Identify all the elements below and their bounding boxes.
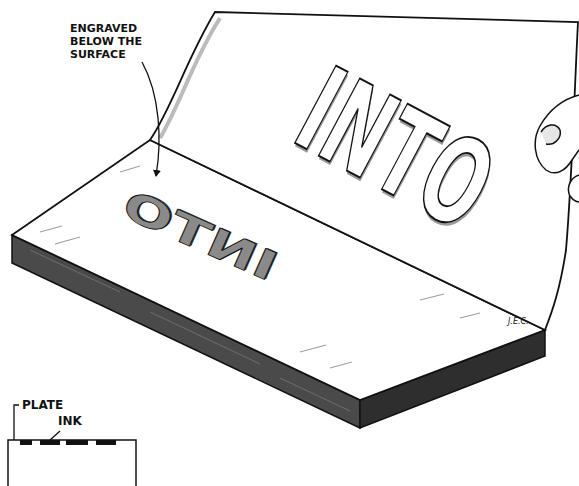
leader-line xyxy=(142,62,159,176)
thumb xyxy=(535,95,579,173)
signature: J.E.C. xyxy=(508,318,529,326)
part-label: INK xyxy=(58,415,82,427)
texture-line xyxy=(280,378,350,411)
paper-curl-shade xyxy=(160,18,220,138)
thumb-nail xyxy=(541,125,560,144)
ink-leader xyxy=(50,431,60,440)
part-label: PLATE xyxy=(22,399,63,411)
hatch-line xyxy=(55,237,80,244)
finger xyxy=(568,175,579,202)
hatch-line xyxy=(460,313,480,318)
texture-line xyxy=(30,250,120,292)
ink-fill xyxy=(96,440,116,445)
hatch-line xyxy=(330,362,352,368)
hatch-line xyxy=(300,345,326,352)
hatch-line xyxy=(120,166,140,172)
hatch-line xyxy=(40,226,62,232)
section-plate xyxy=(8,440,136,486)
ink-fill xyxy=(20,440,32,445)
section-ink xyxy=(20,440,116,445)
hatch-line xyxy=(420,294,444,300)
ink-fill xyxy=(66,440,88,445)
texture-line xyxy=(150,312,260,364)
face-texture xyxy=(30,250,350,411)
callout-label: ENGRAVED BELOW THE SURFACE xyxy=(70,22,152,62)
paper-sheet xyxy=(150,12,578,330)
ink-fill xyxy=(40,440,60,445)
plate-bracket xyxy=(14,405,19,440)
hand xyxy=(535,95,579,202)
